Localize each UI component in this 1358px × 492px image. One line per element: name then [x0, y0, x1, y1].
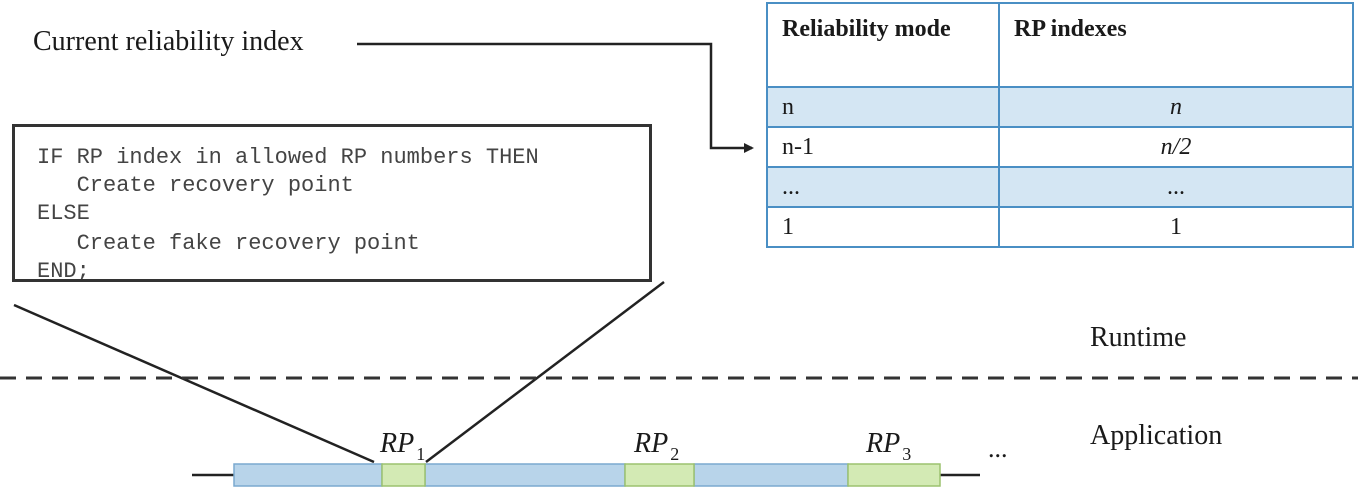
- table-row: n n: [766, 86, 1354, 128]
- indexes-cell: n: [998, 86, 1354, 128]
- rp-label-text: RP: [634, 428, 669, 459]
- header-rp-indexes: RP indexes: [998, 2, 1354, 88]
- code-box: IF RP index in allowed RP numbers THEN C…: [12, 124, 652, 282]
- indexes-cell: n/2: [998, 126, 1354, 168]
- code-line: Create fake recovery point: [37, 231, 420, 256]
- recovery-point-block-1: [381, 463, 426, 487]
- mode-cell: n-1: [766, 126, 1000, 168]
- code-line: END;: [37, 259, 90, 282]
- execution-segment: [693, 463, 849, 487]
- table-header-row: Reliability mode RP indexes: [766, 2, 1354, 88]
- execution-segment: [424, 463, 626, 487]
- zoom-line-right: [425, 281, 665, 463]
- mode-cell: 1: [766, 206, 1000, 248]
- rp-label-text: RP: [866, 428, 901, 459]
- recovery-point-block-2: [624, 463, 695, 487]
- table-row: ... ...: [766, 166, 1354, 208]
- code-line: IF RP index in allowed RP numbers THEN: [37, 145, 539, 170]
- rp-subscript: 1: [416, 444, 426, 464]
- execution-segment: [233, 463, 383, 487]
- code-line: Create recovery point: [37, 173, 354, 198]
- reliability-mode-table: Reliability mode RP indexes n n n-1 n/2 …: [766, 2, 1354, 248]
- indexes-cell: 1: [998, 206, 1354, 248]
- table-row: n-1 n/2: [766, 126, 1354, 168]
- current-reliability-label: Current reliability index: [33, 26, 304, 57]
- mode-cell: ...: [766, 166, 1000, 208]
- recovery-point-block-3: [847, 463, 941, 487]
- rp-subscript: 3: [902, 444, 912, 464]
- indexes-cell: ...: [998, 166, 1354, 208]
- table-row: 1 1: [766, 206, 1354, 248]
- mode-cell: n: [766, 86, 1000, 128]
- rp-label-text: RP: [380, 428, 415, 459]
- timeline-ellipsis: ...: [988, 434, 1008, 463]
- runtime-label: Runtime: [1090, 322, 1187, 353]
- header-reliability-mode: Reliability mode: [766, 2, 1000, 88]
- application-label: Application: [1090, 420, 1223, 451]
- code-line: ELSE: [37, 201, 90, 226]
- reliability-arrow: [357, 42, 754, 153]
- rp-subscript: 2: [670, 444, 680, 464]
- zoom-line-left: [13, 303, 375, 464]
